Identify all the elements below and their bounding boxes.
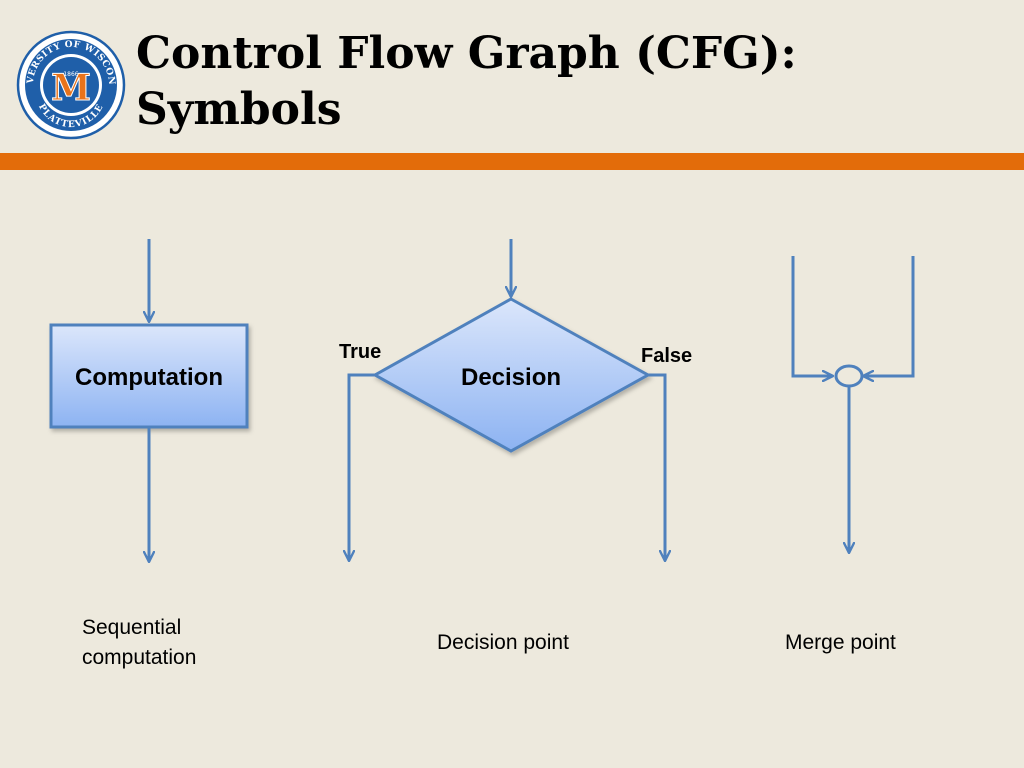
decision-diamond-label: Decision xyxy=(461,364,561,391)
slide-title-line-2: Symbols xyxy=(136,84,342,135)
decision-diamond xyxy=(371,297,652,453)
merge-node-circle xyxy=(834,364,864,388)
caption-decision-point: Decision point xyxy=(437,631,569,654)
university-seal-logo: UNIVERSITY OF WISCONSIN PLATTEVILLE M 18… xyxy=(16,30,126,140)
false-branch-label: False xyxy=(641,345,692,367)
true-branch-label: True xyxy=(339,341,381,363)
caption-merge-point: Merge point xyxy=(785,631,896,654)
logo-year: 1866 xyxy=(63,71,78,78)
slide-title: Control Flow Graph (CFG): Symbols xyxy=(136,26,797,138)
decision-symbol: Decision True False xyxy=(339,239,692,561)
merge-symbol xyxy=(791,256,915,553)
logo-monogram: M xyxy=(51,67,91,109)
merge-left-in-arrow xyxy=(791,256,833,376)
sequential-symbol: Computation xyxy=(49,239,249,562)
computation-box-label: Computation xyxy=(75,364,223,391)
slide-title-line-1: Control Flow Graph (CFG): xyxy=(136,28,797,79)
title-accent-bar xyxy=(0,153,1024,170)
true-branch-arrow xyxy=(349,373,375,561)
merge-right-in-arrow xyxy=(863,256,915,376)
caption-sequential-computation: Sequential computation xyxy=(82,616,197,669)
computation-box xyxy=(49,323,249,429)
false-branch-arrow xyxy=(648,373,665,561)
